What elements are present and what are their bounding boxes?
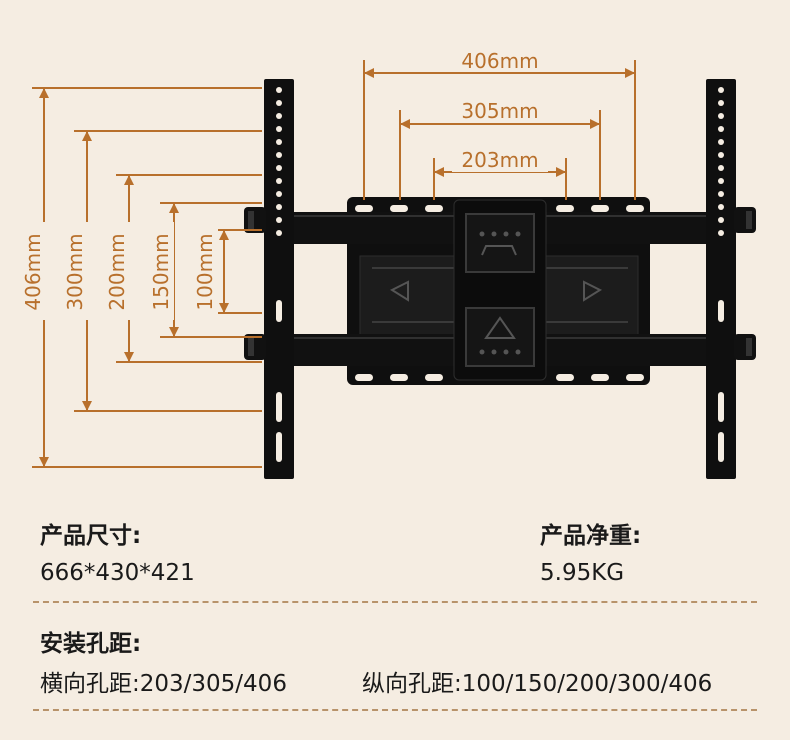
- net-weight-value: 5.95KG: [540, 560, 625, 586]
- vertical-dim-200-label: 200mm: [105, 233, 129, 310]
- right-upper-knob: [734, 207, 756, 233]
- horizontal-dim-406-label: 406mm: [461, 49, 538, 73]
- net-weight-label: 产品净重:: [540, 523, 642, 549]
- horizontal-spacing-value: 横向孔距:203/305/406: [40, 671, 287, 697]
- product-size-label: 产品尺寸:: [40, 523, 142, 549]
- right-lower-knob: [734, 334, 756, 360]
- vertical-dim-300-label: 300mm: [63, 233, 87, 310]
- divider-top: [33, 601, 757, 603]
- vertical-dim-150-label: 150mm: [149, 233, 173, 310]
- horizontal-dimensions: [363, 60, 636, 200]
- bracket-dimension-diagram: 406mm 305mm 203mm 406mm 300mm 200mm 150m…: [21, 49, 756, 479]
- left-rail: [264, 79, 294, 479]
- divider-bottom: [33, 709, 757, 711]
- horizontal-dim-203-label: 203mm: [461, 148, 538, 172]
- vertical-spacing-value: 纵向孔距:100/150/200/300/406: [362, 671, 713, 697]
- mount-bracket: [244, 79, 756, 479]
- mounting-spacing-label: 安装孔距:: [40, 631, 142, 657]
- horizontal-dim-305-label: 305mm: [461, 99, 538, 123]
- vertical-dim-100-label: 100mm: [193, 233, 217, 310]
- right-rail: [706, 79, 736, 479]
- vertical-dim-406-label: 406mm: [21, 233, 45, 310]
- product-size-value: 666*430*421: [40, 560, 195, 586]
